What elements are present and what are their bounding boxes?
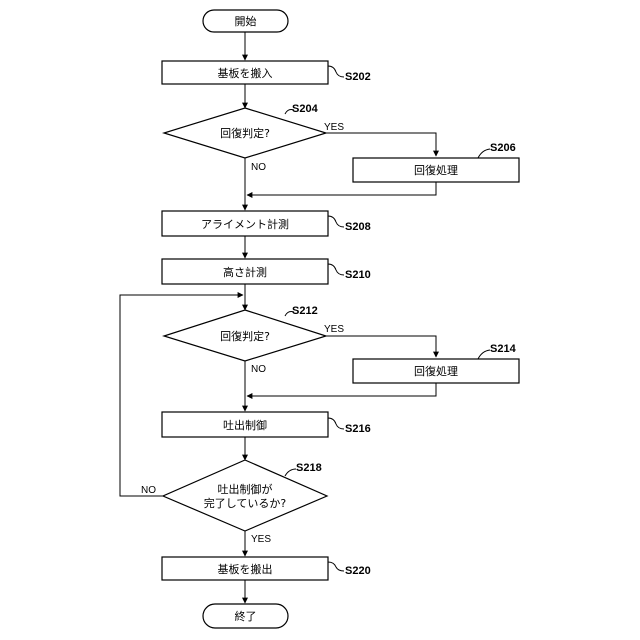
node-s208: アライメント計測 — [162, 211, 328, 236]
leader-s210 — [328, 264, 344, 275]
node-s202-text: 基板を搬入 — [218, 66, 273, 80]
node-s216: 吐出制御 — [162, 412, 328, 437]
node-s212-text: 回復判定? — [220, 329, 270, 343]
edge-label-s212-no: NO — [251, 364, 266, 375]
node-s210-text: 高さ計測 — [223, 265, 267, 279]
edge-label-s204-no: NO — [251, 162, 266, 173]
node-start-text: 開始 — [235, 14, 257, 28]
leader-s220 — [328, 562, 344, 571]
node-s202: 基板を搬入 — [162, 61, 328, 84]
node-end-text: 終了 — [235, 609, 257, 623]
step-label-s218: S218 — [296, 462, 322, 474]
step-label-s202: S202 — [345, 71, 371, 83]
edge-label-s204-yes: YES — [324, 122, 344, 133]
edge-s206-return — [247, 182, 436, 195]
step-label-s208: S208 — [345, 221, 371, 233]
edge-label-s218-yes: YES — [251, 534, 271, 545]
node-s220-text: 基板を搬出 — [218, 562, 273, 576]
step-label-s206: S206 — [490, 142, 516, 154]
node-s218-text-line2: 完了しているか? — [204, 496, 287, 510]
leader-s218 — [285, 469, 296, 476]
step-label-s216: S216 — [345, 423, 371, 435]
step-label-s204: S204 — [292, 103, 319, 115]
node-end: 終了 — [203, 604, 288, 628]
node-s206-text: 回復処理 — [414, 164, 458, 177]
node-s204: 回復判定? — [164, 108, 326, 158]
node-s220: 基板を搬出 — [162, 557, 328, 580]
edge-s212-yes — [326, 336, 436, 357]
node-s210: 高さ計測 — [162, 259, 328, 284]
step-label-s214: S214 — [490, 343, 517, 355]
step-label-s210: S210 — [345, 269, 371, 281]
node-s218-text-line1: 吐出制御が — [218, 482, 273, 496]
node-s214: 回復処理 — [353, 359, 519, 383]
node-s212: 回復判定? — [164, 310, 326, 361]
step-label-s220: S220 — [345, 565, 371, 577]
leader-s214 — [478, 350, 490, 359]
node-s208-text: アライメント計測 — [201, 217, 289, 231]
step-label-s212: S212 — [292, 305, 318, 317]
node-s204-text: 回復判定? — [220, 126, 270, 140]
edge-label-s212-yes: YES — [324, 324, 344, 335]
node-s206: 回復処理 — [353, 158, 519, 182]
node-s216-text: 吐出制御 — [223, 418, 267, 432]
edge-label-s218-no: NO — [141, 485, 156, 496]
leader-s208 — [328, 216, 344, 227]
leader-s216 — [328, 418, 344, 429]
leader-s206 — [478, 149, 490, 158]
edge-s204-yes — [326, 133, 436, 156]
node-start: 開始 — [203, 10, 288, 32]
edge-s214-return — [247, 383, 436, 396]
leader-s202 — [328, 66, 344, 77]
node-s214-text: 回復処理 — [414, 365, 458, 378]
